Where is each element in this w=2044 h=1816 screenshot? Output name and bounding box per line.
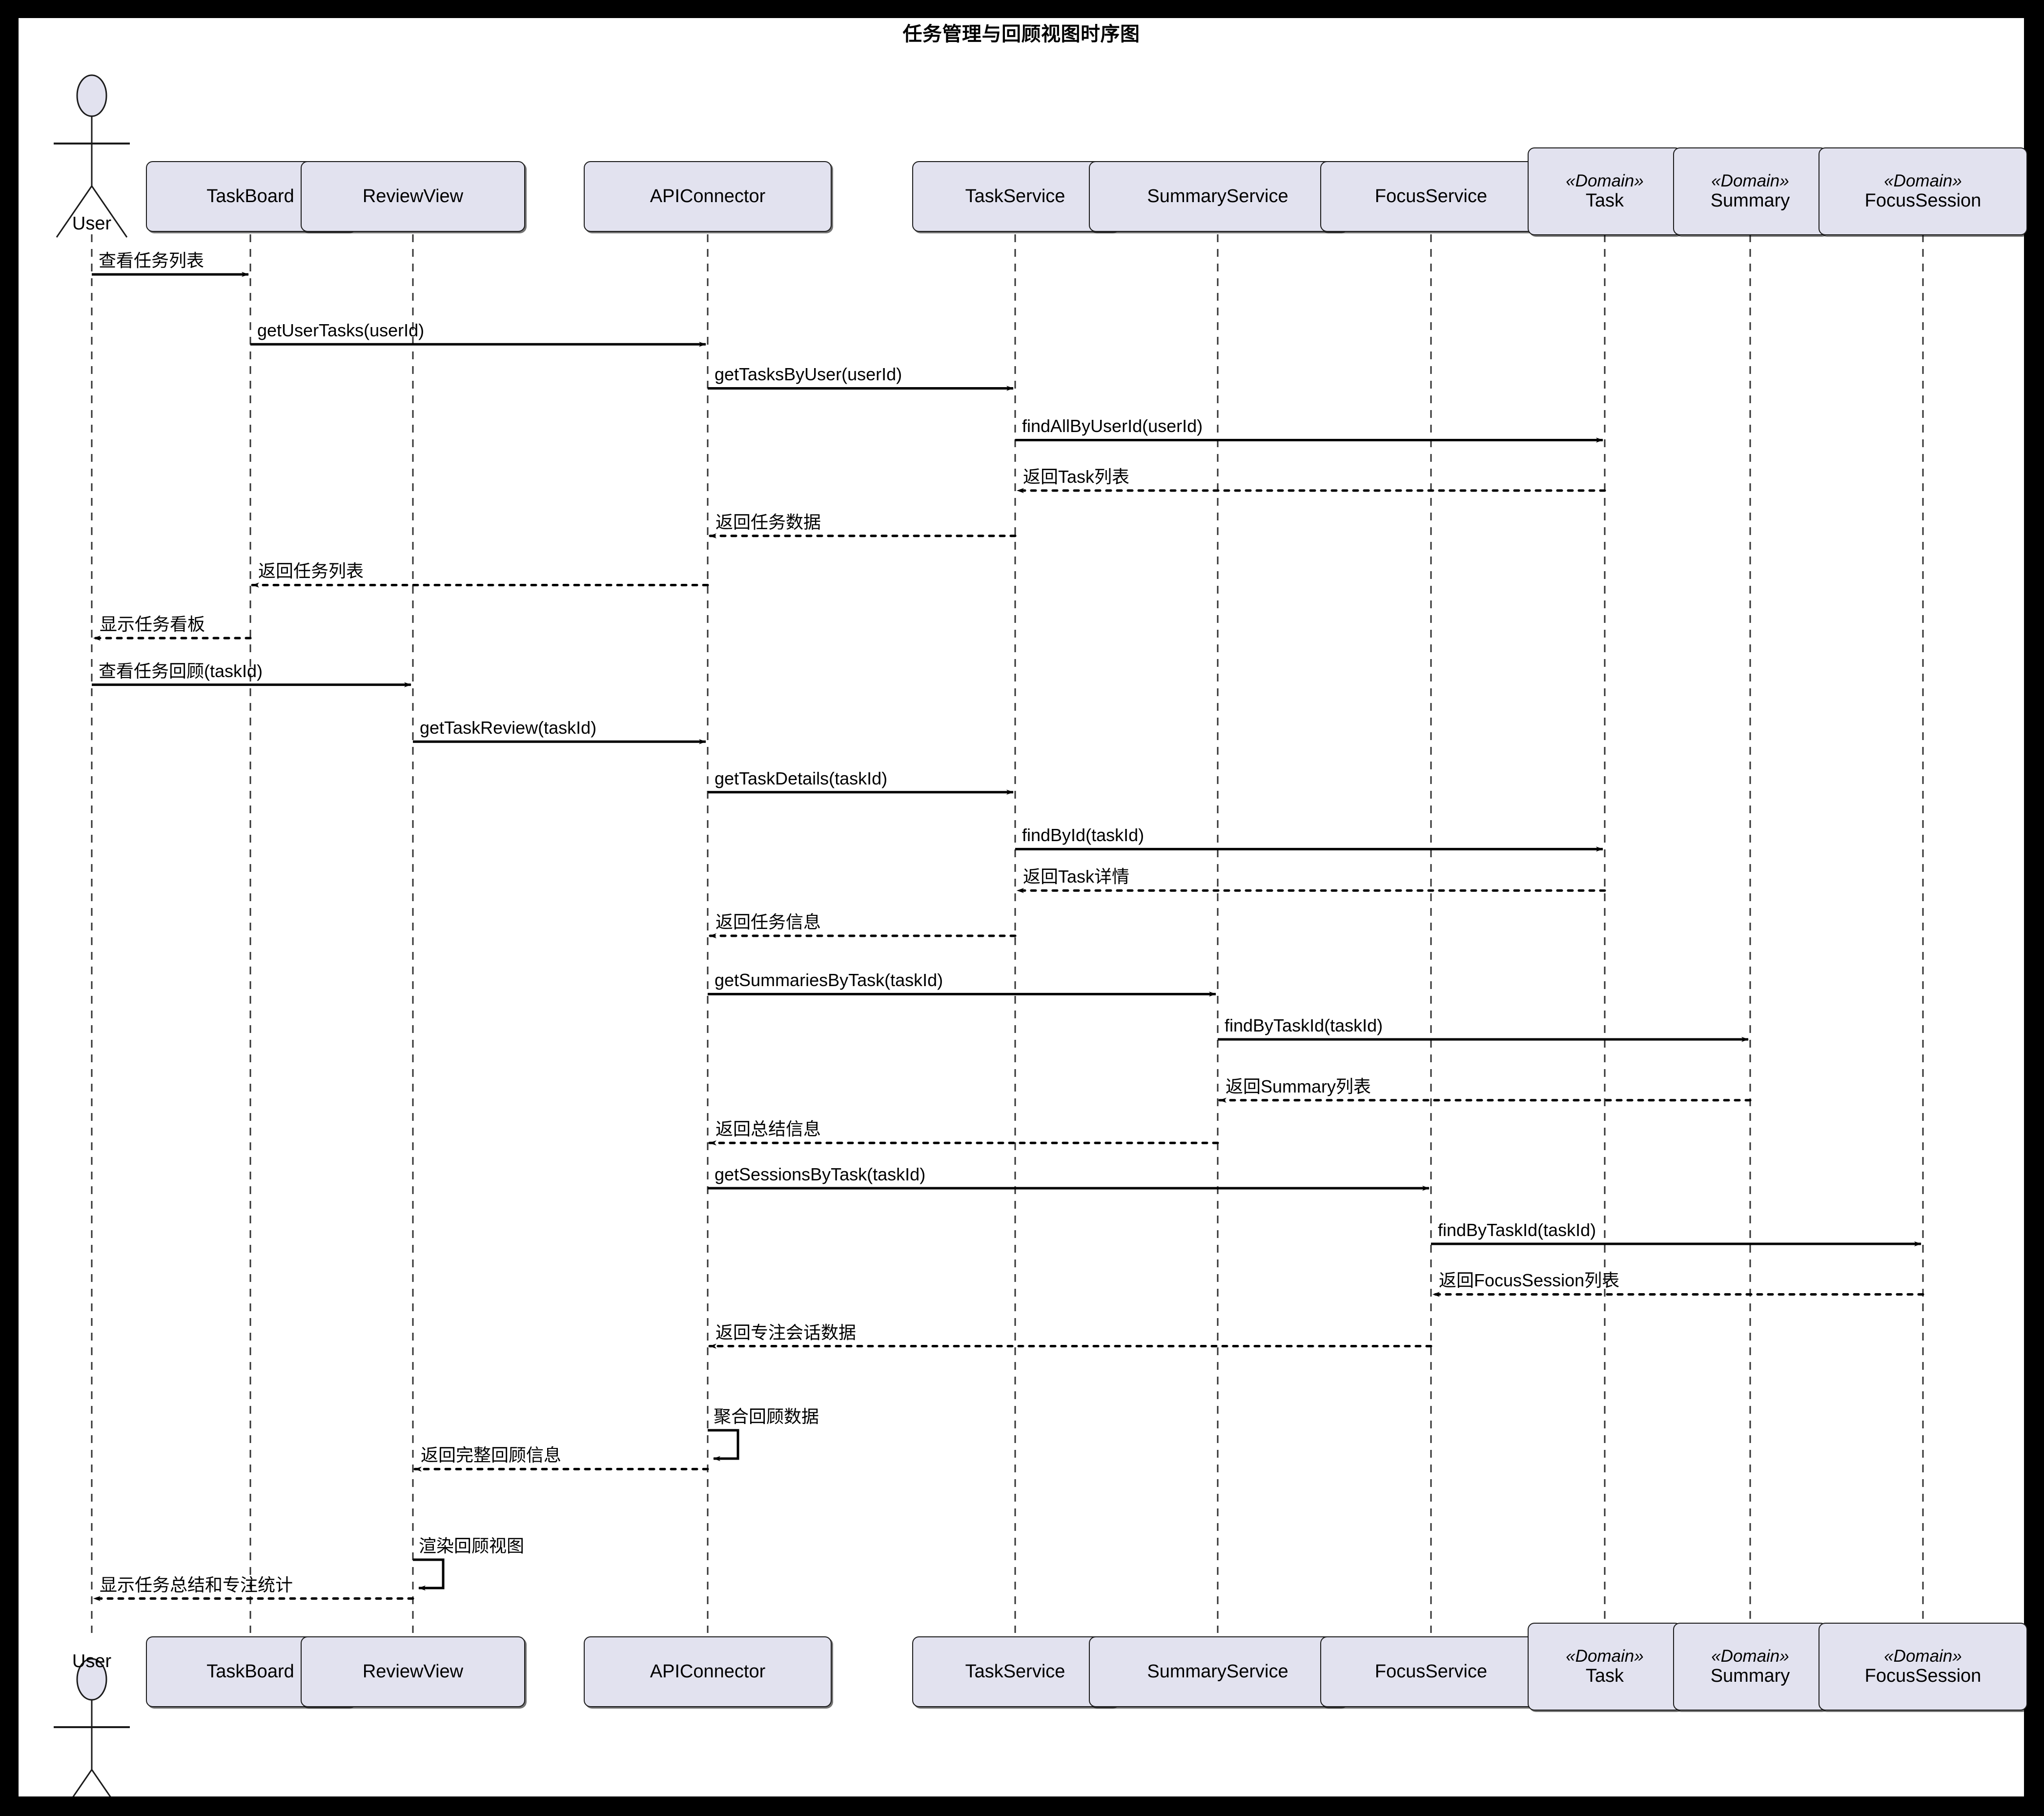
participant-name-summaryservice: SummaryService <box>1147 1661 1288 1682</box>
lifelines-group <box>91 234 1924 1633</box>
self-message-25 <box>413 1558 445 1591</box>
message-label-22: 返回专注会话数据 <box>715 1322 857 1342</box>
actor-leg-left <box>56 186 93 238</box>
participant-box-focussession-bottom[interactable]: «Domain»FocusSession <box>1819 1623 2027 1711</box>
participant-box-taskservice-top[interactable]: TaskService <box>912 161 1118 232</box>
participant-stereotype-task: «Domain» <box>1566 1647 1644 1666</box>
actor-figure-user-top <box>54 74 130 238</box>
message-label-26: 显示任务总结和专注统计 <box>100 1574 293 1595</box>
messages-group <box>92 271 1924 1601</box>
participant-box-task-bottom[interactable]: «Domain»Task <box>1528 1623 1682 1711</box>
participant-stereotype-summary: «Domain» <box>1711 171 1789 191</box>
actor-label-user-bottom: User <box>72 1651 112 1672</box>
participant-name-taskboard: TaskBoard <box>206 186 294 207</box>
participant-stereotype-summary: «Domain» <box>1711 1647 1789 1666</box>
message-label-12: findById(taskId) <box>1022 825 1145 846</box>
participant-box-apiconnector-bottom[interactable]: APIConnector <box>584 1636 832 1707</box>
participant-stereotype-focussession: «Domain» <box>1884 171 1962 191</box>
message-label-13: 返回Task详情 <box>1023 867 1130 887</box>
message-label-8: 显示任务看板 <box>100 614 205 635</box>
actor-leg-right <box>91 1769 111 1796</box>
message-label-19: getSessionsByTask(taskId) <box>715 1164 926 1185</box>
participant-name-apiconnector: APIConnector <box>650 186 766 207</box>
participant-name-focusservice: FocusService <box>1374 186 1488 207</box>
actor-label-user-top: User <box>72 213 112 234</box>
participant-name-task: Task <box>1585 190 1624 211</box>
message-label-2: getUserTasks(userId) <box>257 320 425 341</box>
participant-box-focussession-top[interactable]: «Domain»FocusSession <box>1819 147 2027 235</box>
message-label-16: findByTaskId(taskId) <box>1225 1015 1383 1036</box>
participant-name-summary: Summary <box>1710 1666 1790 1687</box>
message-label-3: getTasksByUser(userId) <box>715 364 902 385</box>
message-label-20: findByTaskId(taskId) <box>1438 1220 1596 1240</box>
participant-stereotype-task: «Domain» <box>1566 171 1644 191</box>
participant-box-reviewview-top[interactable]: ReviewView <box>301 161 525 232</box>
actor-leg-left <box>72 1769 93 1796</box>
participant-name-task: Task <box>1585 1666 1624 1687</box>
message-label-24: 返回完整回顾信息 <box>421 1445 562 1465</box>
message-label-25: 渲染回顾视图 <box>419 1536 525 1556</box>
message-label-7: 返回任务列表 <box>258 561 364 581</box>
message-label-21: 返回FocusSession列表 <box>1439 1270 1620 1291</box>
participant-name-focussession: FocusSession <box>1864 190 1982 211</box>
participant-name-summary: Summary <box>1710 190 1790 211</box>
participant-box-focusservice-bottom[interactable]: FocusService <box>1320 1636 1542 1707</box>
actor-figures-group <box>54 74 130 1796</box>
participant-name-summaryservice: SummaryService <box>1147 186 1288 207</box>
participant-box-task-top[interactable]: «Domain»Task <box>1528 147 1682 235</box>
actor-figure-user-bottom <box>54 1658 130 1796</box>
message-label-10: getTaskReview(taskId) <box>420 718 597 738</box>
participant-name-taskservice: TaskService <box>965 186 1065 207</box>
participant-box-reviewview-bottom[interactable]: ReviewView <box>301 1636 525 1707</box>
message-label-9: 查看任务回顾(taskId) <box>99 660 263 681</box>
message-label-5: 返回Task列表 <box>1023 466 1130 487</box>
diagram-title: 任务管理与回顾视图时序图 <box>902 23 1140 45</box>
message-label-1: 查看任务列表 <box>99 250 204 271</box>
participant-box-apiconnector-top[interactable]: APIConnector <box>584 161 832 232</box>
message-label-6: 返回任务数据 <box>715 512 821 532</box>
message-label-14: 返回任务信息 <box>715 912 821 932</box>
actor-head <box>76 74 107 117</box>
diagram-vector-layer <box>54 74 1924 1796</box>
participant-name-taskservice: TaskService <box>965 1661 1065 1682</box>
participant-box-focusservice-top[interactable]: FocusService <box>1320 161 1542 232</box>
participant-stereotype-focussession: «Domain» <box>1884 1647 1962 1666</box>
participant-box-summaryservice-bottom[interactable]: SummaryService <box>1088 1636 1347 1707</box>
message-label-17: 返回Summary列表 <box>1226 1076 1371 1096</box>
participant-name-reviewview: ReviewView <box>362 1661 464 1682</box>
actor-leg-right <box>91 186 128 238</box>
participant-name-taskboard: TaskBoard <box>206 1661 294 1682</box>
participant-name-apiconnector: APIConnector <box>650 1661 766 1682</box>
message-label-4: findAllByUserId(userId) <box>1022 416 1203 436</box>
participant-box-taskservice-bottom[interactable]: TaskService <box>912 1636 1118 1707</box>
participant-box-summaryservice-top[interactable]: SummaryService <box>1088 161 1347 232</box>
message-label-23: 聚合回顾数据 <box>714 1406 819 1426</box>
participant-box-summary-bottom[interactable]: «Domain»Summary <box>1673 1623 1827 1711</box>
participant-name-focussession: FocusSession <box>1864 1666 1982 1687</box>
participant-name-reviewview: ReviewView <box>362 186 464 207</box>
message-label-11: getTaskDetails(taskId) <box>715 768 888 788</box>
participant-box-summary-top[interactable]: «Domain»Summary <box>1673 147 1827 235</box>
self-message-23 <box>708 1429 739 1462</box>
participant-name-focusservice: FocusService <box>1374 1661 1488 1682</box>
message-label-18: 返回总结信息 <box>715 1119 821 1139</box>
message-label-15: getSummariesByTask(taskId) <box>715 970 943 991</box>
